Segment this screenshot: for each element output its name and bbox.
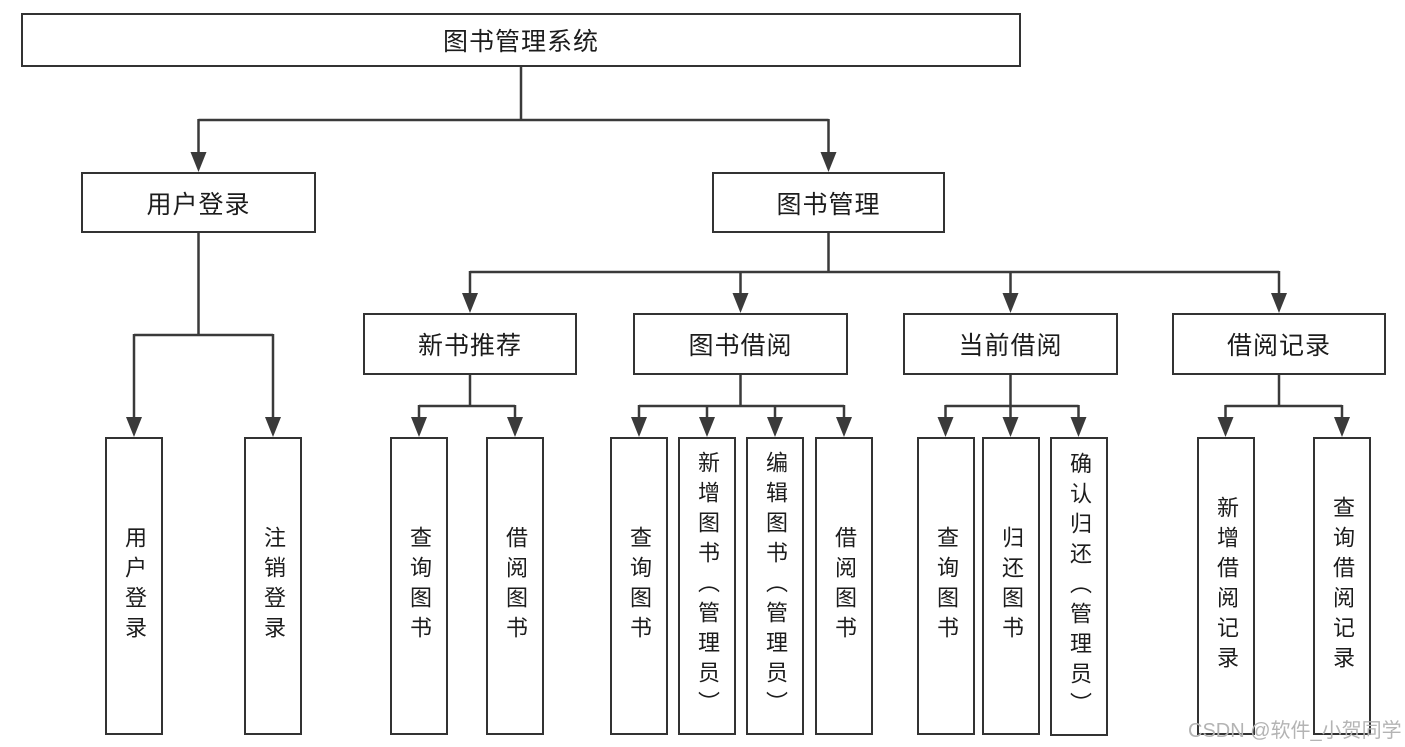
leaf-br-query-record: 查询借阅记录 [1313, 437, 1371, 735]
arrowhead-cb-query-books [937, 417, 954, 437]
connector-book-management [468, 233, 1281, 295]
node-book-management: 图书管理 [712, 172, 945, 233]
leaf-bb-borrow-books: 借阅图书 [815, 437, 873, 735]
node-current-borrow: 当前借阅 [903, 313, 1118, 375]
node-book-management-label: 图书管理 [776, 190, 881, 219]
leaf-br-add-record: 新增借阅记录 [1197, 437, 1255, 735]
arrowhead-book-borrow [732, 293, 749, 313]
node-borrow-records: 借阅记录 [1172, 313, 1386, 375]
node-user-login-label: 用户登录 [146, 190, 251, 219]
leaf-bb-edit-book: 编辑图书（管理员） [746, 437, 804, 735]
leaf-nbr-query-books-label: 查询图书 [407, 526, 432, 646]
node-borrow-records-label: 借阅记录 [1226, 332, 1331, 360]
node-current-borrow-label: 当前借阅 [958, 332, 1063, 360]
leaf-bb-query-books-label: 查询图书 [627, 526, 652, 646]
connector-book-borrow-group [637, 375, 846, 419]
node-library-system-label: 图书管理系统 [442, 28, 599, 56]
arrowhead-br-add-record [1217, 417, 1234, 437]
connector-borrow-records-group [1224, 375, 1344, 419]
arrowhead-bb-borrow-books [836, 417, 852, 437]
connector-root [197, 66, 830, 154]
leaf-cb-confirm-return-label: 确认归还（管理员） [1067, 451, 1092, 722]
arrowhead-current-borrow [1002, 293, 1019, 313]
node-new-book-recommend-label: 新书推荐 [417, 332, 522, 360]
arrowhead-new-book-recommend [462, 293, 478, 313]
leaf-logout-label: 注销登录 [261, 526, 286, 646]
arrowhead-bb-add-book [699, 417, 715, 437]
connector-user-login-group [132, 233, 275, 419]
leaf-cb-return-books-label: 归还图书 [999, 526, 1024, 646]
node-library-system: 图书管理系统 [21, 13, 1021, 67]
leaf-logout: 注销登录 [244, 437, 302, 735]
leaf-cb-confirm-return: 确认归还（管理员） [1050, 437, 1108, 736]
arrowhead-leaf-user-login [126, 417, 142, 437]
arrowhead-br-query-record [1334, 417, 1350, 437]
leaf-nbr-query-books: 查询图书 [390, 437, 448, 735]
node-new-book-recommend: 新书推荐 [363, 313, 577, 375]
leaf-cb-return-books: 归还图书 [982, 437, 1040, 735]
arrowhead-bb-query-books [631, 417, 647, 437]
arrowhead-nbr-borrow-books [507, 417, 523, 437]
arrowhead-nbr-query-books [411, 417, 427, 437]
arrowhead-borrow-records [1271, 293, 1287, 313]
leaf-bb-borrow-books-label: 借阅图书 [832, 526, 857, 646]
arrowhead-bb-edit-book [767, 417, 783, 437]
leaf-user-login-label: 用户登录 [122, 526, 147, 646]
arrowhead-user-login [190, 152, 207, 172]
leaf-nbr-borrow-books-label: 借阅图书 [503, 526, 528, 646]
watermark: CSDN @软件_小贺同学 [1188, 720, 1402, 742]
arrowhead-leaf-logout [265, 417, 281, 437]
arrowhead-cb-confirm-return [1070, 417, 1087, 437]
leaf-bb-edit-book-label: 编辑图书（管理员） [763, 451, 788, 721]
leaf-user-login: 用户登录 [105, 437, 163, 735]
connector-current-borrow-group [944, 375, 1080, 419]
leaf-cb-query-books: 查询图书 [917, 437, 975, 735]
arrowhead-cb-return-books [1002, 417, 1019, 437]
leaf-bb-query-books: 查询图书 [610, 437, 668, 735]
leaf-br-query-record-label: 查询借阅记录 [1330, 496, 1355, 676]
leaf-nbr-borrow-books: 借阅图书 [486, 437, 544, 735]
connector-new-book-recommend-group [417, 375, 517, 419]
node-user-login: 用户登录 [81, 172, 316, 233]
node-book-borrow: 图书借阅 [633, 313, 848, 375]
leaf-bb-add-book: 新增图书（管理员） [678, 437, 736, 735]
leaf-bb-add-book-label: 新增图书（管理员） [695, 451, 720, 721]
leaf-cb-query-books-label: 查询图书 [934, 526, 959, 646]
node-book-borrow-label: 图书借阅 [688, 332, 793, 360]
leaf-br-add-record-label: 新增借阅记录 [1214, 496, 1239, 676]
arrowhead-book-management [820, 152, 837, 172]
